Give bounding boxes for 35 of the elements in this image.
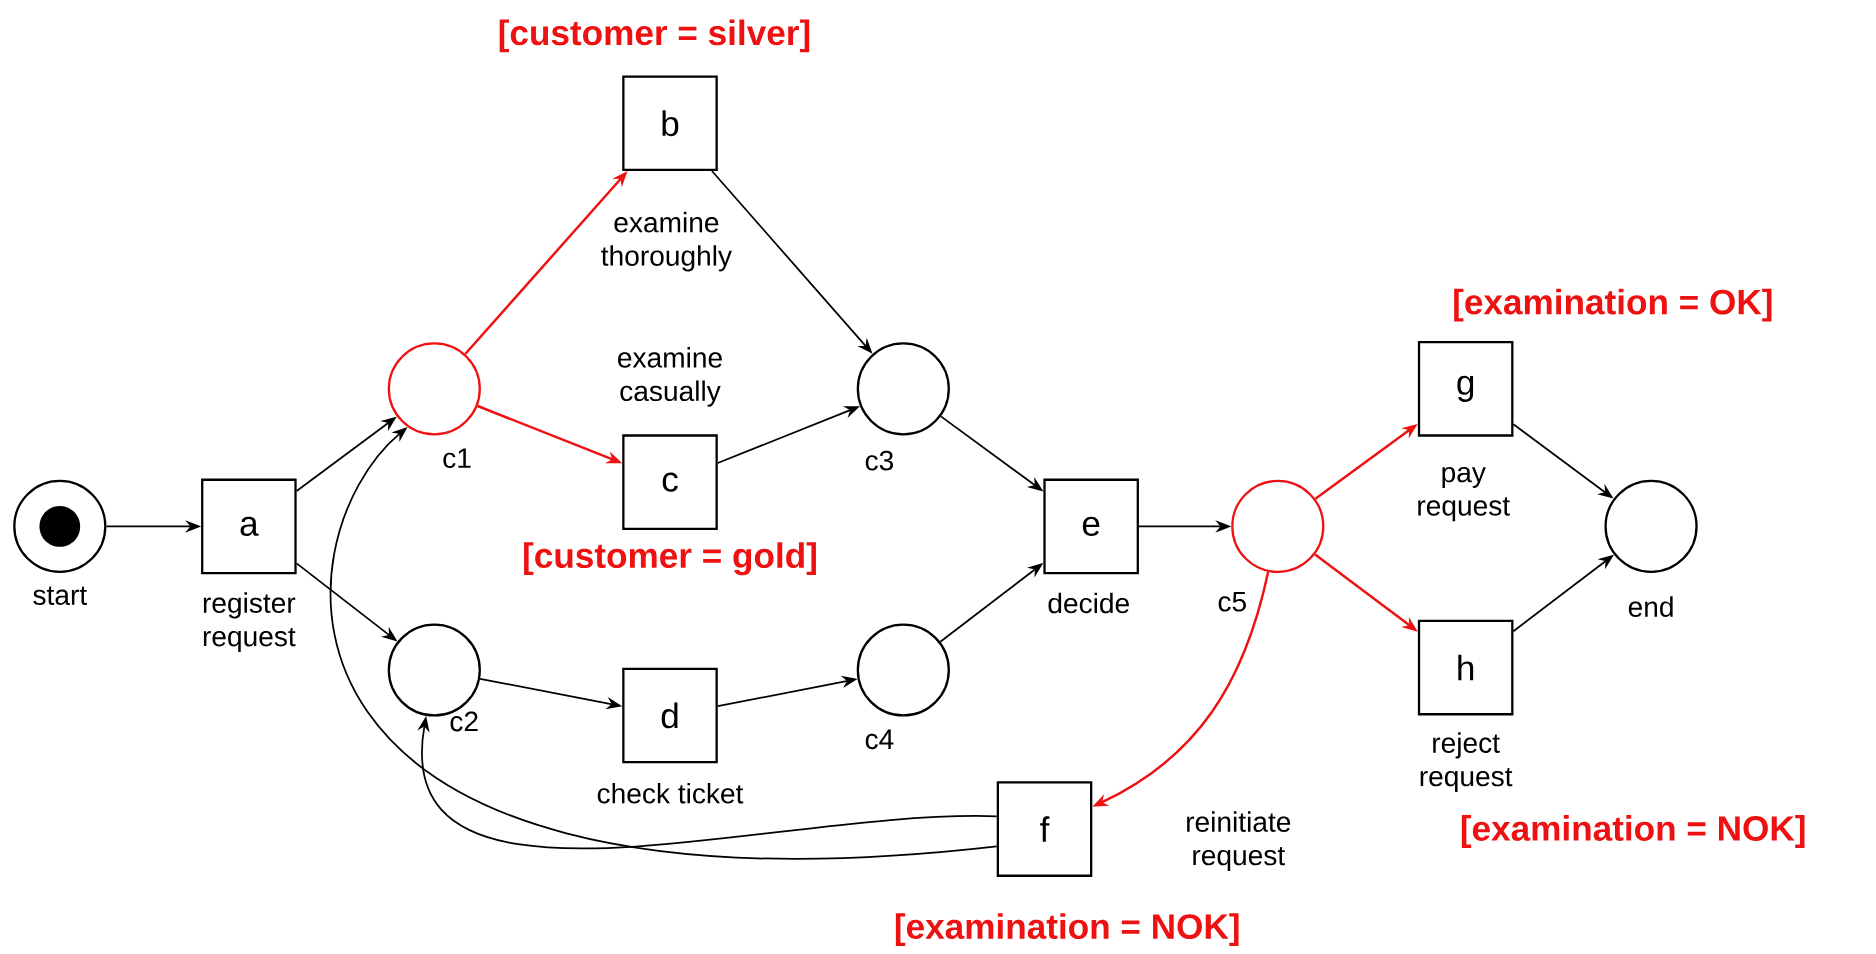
transition-box: h [1417, 620, 1514, 716]
transition-box: b [622, 75, 718, 172]
transition-label: examine casually [618, 347, 722, 407]
transition-box: d [622, 667, 718, 764]
guard-label: [customer = gold] [524, 542, 816, 576]
place-label: c5 [1218, 592, 1246, 612]
guard-label: [examination = OK] [1454, 288, 1772, 322]
transition-box: e [1043, 478, 1139, 575]
transition-label: reinitiate request [1187, 811, 1291, 872]
guard-label: [examination = NOK] [895, 913, 1239, 947]
place-label: c1 [443, 448, 471, 469]
start-place [13, 480, 107, 574]
transition-label: examine thoroughly [601, 212, 732, 272]
guard-label: [customer = silver] [499, 19, 810, 53]
place-circle [1604, 480, 1698, 574]
transition-label: reject request [1420, 732, 1513, 793]
place-circle [387, 342, 481, 436]
place-circle [856, 342, 950, 436]
transition-box: c [622, 434, 718, 531]
place-label: c4 [865, 729, 894, 750]
place-label: end [1628, 596, 1673, 618]
transition-label: register request [203, 592, 296, 653]
transition-box: f [996, 781, 1093, 878]
guard-label: [examination = NOK] [1461, 815, 1805, 849]
place-circle [856, 623, 950, 717]
transition-label: pay request [1418, 467, 1510, 522]
place-label: c3 [865, 450, 893, 471]
transition-label: decide [1048, 592, 1129, 614]
place-circle [1231, 480, 1325, 574]
place-label: start [33, 586, 87, 606]
arrow [330, 427, 998, 860]
place-label: c2 [450, 711, 478, 732]
transition-label: check ticket [597, 783, 744, 804]
transition-box: a [201, 478, 297, 575]
transition-box: g [1417, 341, 1514, 437]
